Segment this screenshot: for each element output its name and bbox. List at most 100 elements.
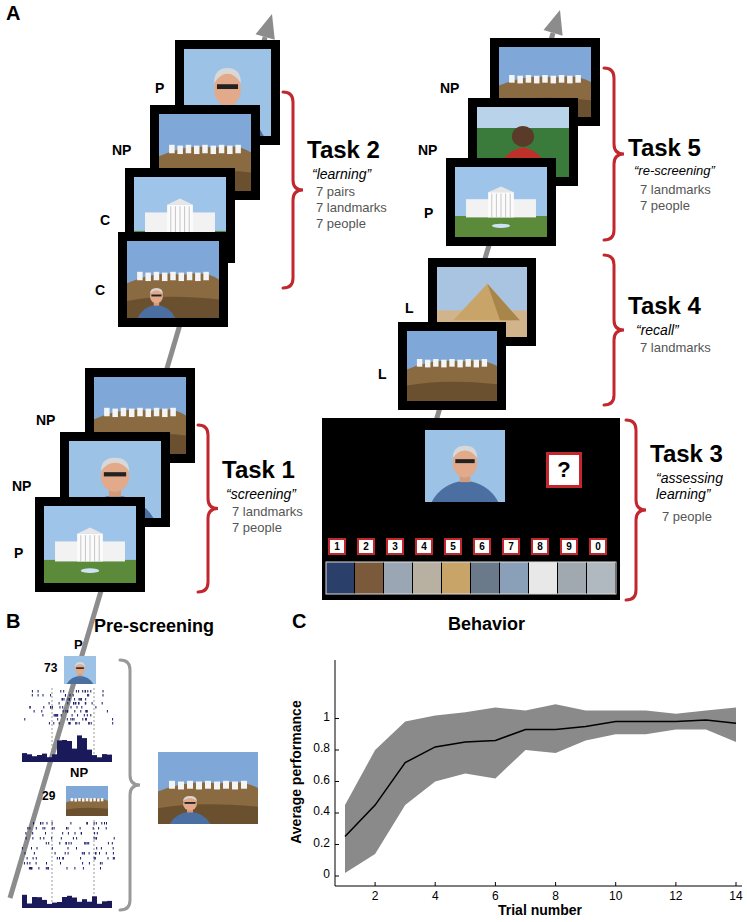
sky [455,167,547,237]
spike [94,822,95,825]
spike [36,862,37,865]
hair [75,662,85,667]
spike [76,722,77,725]
lawn [44,560,136,583]
spike [75,832,76,835]
spike [85,702,86,705]
histogram-bar [57,902,62,908]
spike [95,857,96,860]
spike [29,827,30,830]
spike [52,706,53,709]
spike [99,852,100,855]
sign-letter [97,798,100,801]
lawn [455,216,547,237]
sign-letter [202,145,208,153]
stimulus-card [398,322,506,410]
figure-label: NP [36,412,55,428]
spike [68,847,69,850]
spike [42,822,43,825]
spike [44,827,45,830]
spike [102,862,103,865]
spike [74,698,75,701]
spike [72,718,73,721]
spike [62,706,63,709]
spike [43,694,44,697]
face [512,126,534,147]
sign-letter [219,145,225,153]
figure-label: P [74,638,83,653]
curly-brace [283,92,303,288]
spike [73,702,74,705]
figure-label: NP [418,142,437,158]
sign-letter [517,76,523,84]
photo [127,241,219,331]
figure-label: L [405,300,414,316]
spike [103,694,104,697]
task-name: “assessing learning” [656,470,740,502]
spike [59,702,60,705]
sign-letter [74,798,77,801]
sign-letter [169,145,175,153]
sign-letter [211,146,217,154]
spike [62,832,63,835]
spike [106,852,107,855]
spike [57,857,58,860]
histogram-bar [77,902,82,908]
spike [84,852,85,855]
spike [81,698,82,701]
sign-letter [474,360,479,368]
spike [104,822,105,825]
histogram-bar [47,757,52,762]
fountain [81,568,99,573]
figure-label: 0.4 [313,805,330,819]
photo [455,167,547,237]
spike [74,710,75,713]
sign-letter [241,781,247,789]
histogram-bar [87,902,92,908]
histogram-bar [42,900,47,908]
query-box: ? [546,452,582,488]
histogram-bar [57,740,62,762]
figure-label: P [424,205,433,221]
spike [94,857,95,860]
sky [407,331,497,401]
histogram-bar [67,896,72,908]
spike [38,867,39,870]
histogram-bar [27,754,32,762]
choice-thumbnail [529,562,557,594]
spike [47,822,48,825]
histogram-bar [37,897,42,908]
spike [26,837,27,840]
spike [55,714,56,717]
spike [67,710,68,713]
spike [85,690,86,693]
histogram-bar [32,897,37,908]
spike [81,832,82,835]
spike [63,710,64,713]
sign-letter [425,360,430,368]
axes [335,660,742,886]
spike [40,822,41,825]
figure-label: 10 [609,890,622,904]
jacket [136,305,176,331]
spike [45,832,46,835]
sign-letter [526,75,532,83]
choice-number-box: 1 [328,538,346,555]
box-text: 4 [421,542,427,552]
histogram-bar [72,898,77,909]
spike [77,714,78,717]
figure-label: L [378,366,387,382]
spike [102,702,103,705]
figure-label: C [100,212,110,228]
task-detail: 7 landmarks [232,505,303,520]
sign-letter [179,273,185,281]
spike [87,822,88,825]
spike [56,714,57,717]
spike [112,842,113,845]
photo [158,752,258,836]
spike [84,714,85,717]
spike [106,822,107,825]
spike [49,722,50,725]
photo [66,786,108,816]
spike [91,722,92,725]
